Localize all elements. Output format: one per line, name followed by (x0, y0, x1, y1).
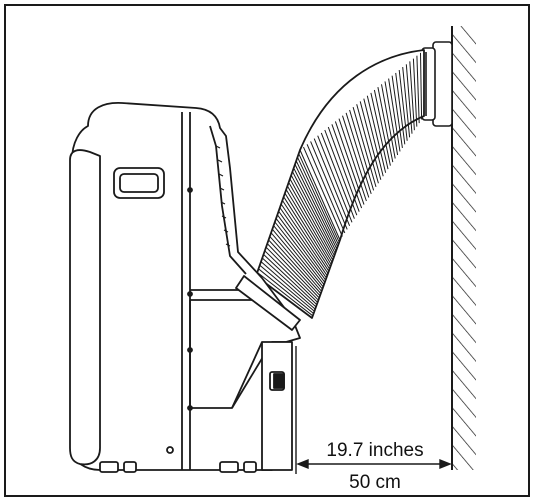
hose-rib (259, 264, 315, 312)
hose-rib (285, 189, 332, 265)
hose-rib (289, 178, 335, 259)
clearance-dimension (295, 346, 452, 474)
hose-rib (284, 192, 331, 267)
hose-rib (278, 210, 327, 279)
hose-rib (256, 272, 314, 317)
hose-rib (288, 182, 334, 261)
hose-rib (264, 250, 318, 303)
wall (451, 26, 476, 470)
dimension-cm-label: 50 cm (349, 472, 401, 493)
hose-rib (349, 109, 375, 191)
hose-rib (283, 196, 331, 270)
hose-rib (293, 167, 337, 252)
hose-rib (327, 126, 360, 212)
hose-rib (412, 58, 418, 127)
hose-rib (261, 257, 317, 308)
hose-rib (409, 61, 415, 131)
hose-rib (405, 64, 413, 134)
hose-rib (338, 118, 367, 202)
hose-rib (273, 225, 324, 288)
hose-rib (270, 232, 322, 292)
hose-rib (331, 124, 363, 209)
hose-rib (373, 89, 391, 166)
hose-rib (279, 207, 328, 276)
hose-rib (275, 218, 326, 283)
hose-rib (356, 104, 379, 184)
hose-rib (263, 254, 318, 305)
hose-rib (370, 92, 389, 170)
portable-ac-unit (69, 102, 301, 473)
hose-rib (266, 243, 320, 299)
hose-rib (286, 185, 333, 263)
hose-rib (276, 214, 327, 281)
hose-rib (416, 55, 420, 124)
hose-rib (363, 98, 384, 177)
hose-rib (366, 95, 387, 173)
hose-rib (388, 78, 401, 152)
hose-rib (299, 149, 341, 241)
hose-rib (281, 200, 330, 272)
hose-rib (292, 171, 336, 254)
hose-rib (345, 112, 372, 195)
hose-rib (320, 132, 355, 219)
hose-rib (377, 87, 394, 163)
hose-rib (391, 75, 403, 148)
hose-rib (398, 69, 408, 141)
hose-rib (384, 81, 399, 156)
hose-rib (294, 164, 338, 250)
hose-rib (269, 236, 322, 294)
dimension-inches-label: 19.7 inches (326, 440, 423, 461)
hose-rib (271, 228, 323, 290)
hose-rib (260, 261, 316, 310)
exhaust-hose (255, 49, 425, 319)
window-adapter (421, 41, 453, 127)
hose-rib (324, 129, 358, 216)
hose-rib (290, 174, 335, 256)
hose-rib (420, 52, 423, 120)
hose-rib (334, 121, 365, 205)
hose-rib (342, 115, 370, 198)
hose-rib (381, 84, 396, 159)
hose-rib (402, 67, 411, 138)
hose-rib (297, 156, 339, 245)
hose-rib (313, 138, 351, 226)
hose-rib (268, 239, 321, 297)
hose-rib (395, 72, 406, 145)
hose-rib (310, 141, 348, 230)
hose-rib (317, 135, 353, 223)
hose-rib (359, 101, 382, 180)
hose-rib (303, 146, 343, 237)
hose-rib (298, 153, 340, 243)
hose-rib (280, 203, 329, 274)
hose-rib (274, 221, 325, 285)
hose-rib (306, 144, 346, 234)
hose-rib (295, 160, 339, 247)
hose-rib (258, 268, 314, 314)
hose-rib (352, 106, 377, 188)
hose-rib (265, 246, 319, 301)
